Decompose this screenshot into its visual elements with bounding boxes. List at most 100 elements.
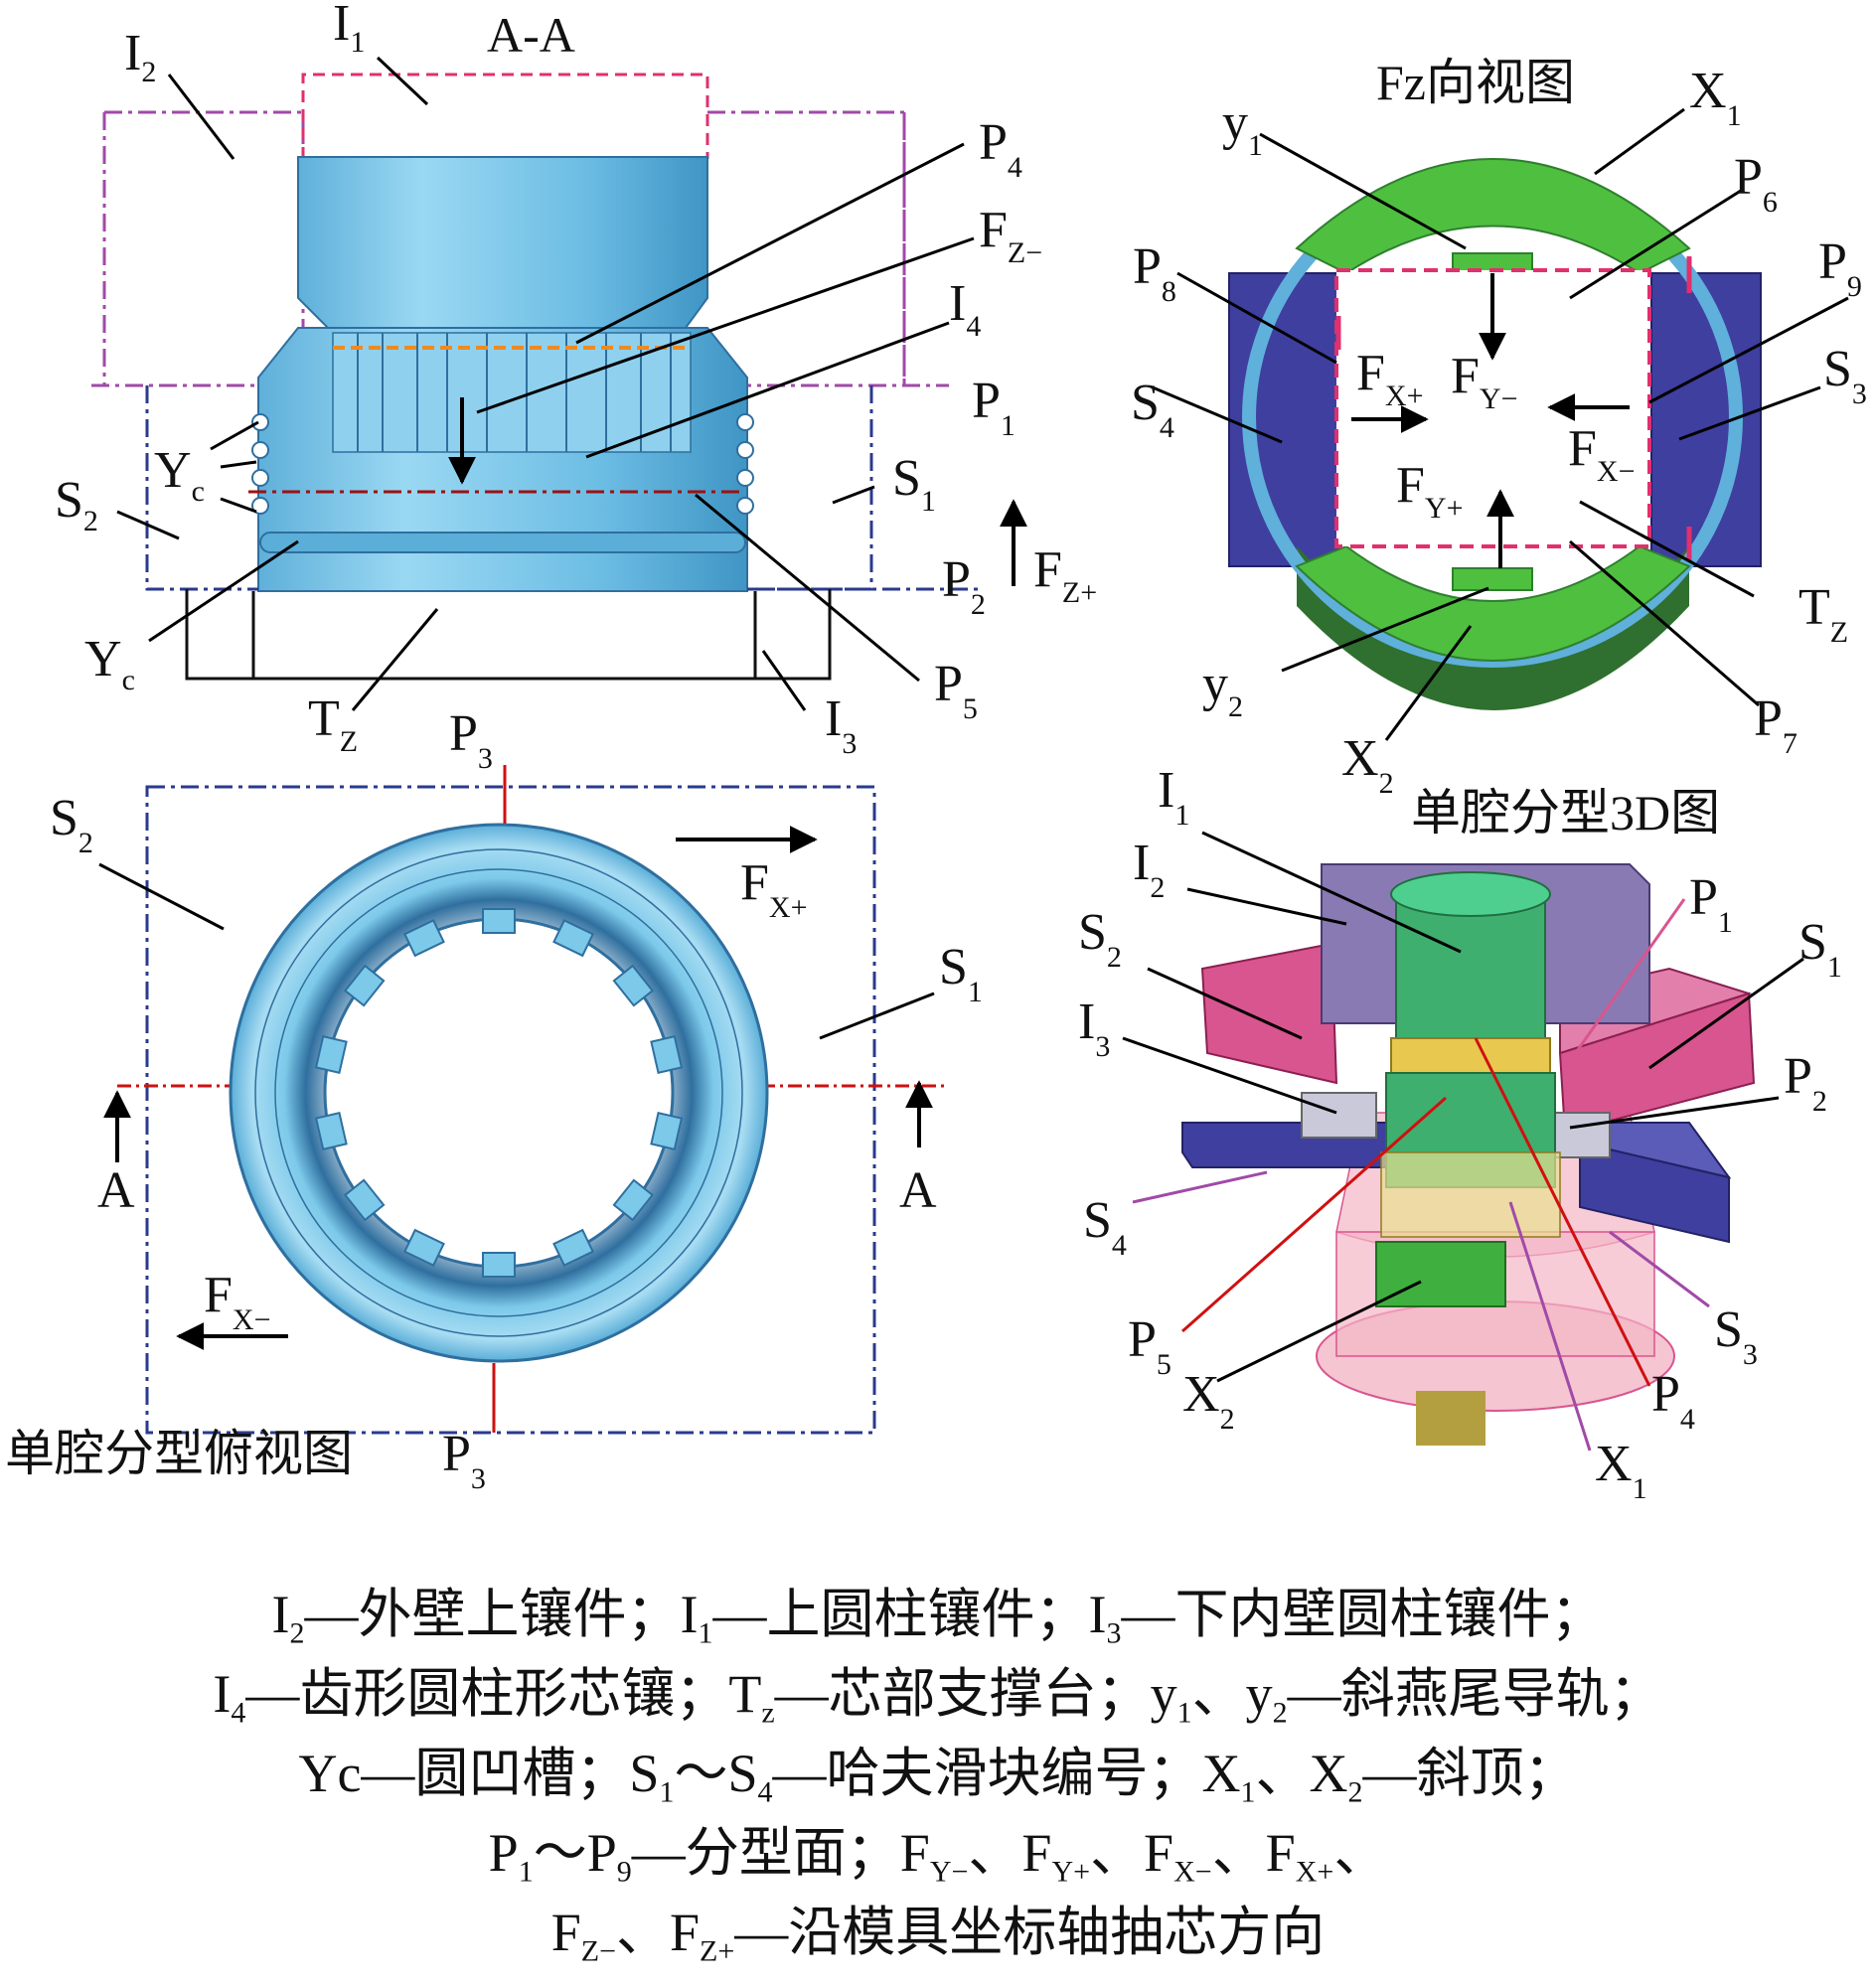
tooth: [482, 908, 516, 934]
label-p1: P1: [972, 373, 1016, 442]
i1-outline: [301, 73, 709, 159]
fz-leaders: [1152, 107, 1849, 741]
label-fx-plus-top: FX+: [740, 854, 808, 924]
legend-subscript-3: 4: [757, 1775, 773, 1809]
label-p2: P2: [942, 551, 986, 621]
fz-view: Fz向视图: [1131, 55, 1867, 800]
label-p8: P8: [1133, 238, 1176, 308]
label-s4-3d: S4: [1083, 1192, 1127, 1262]
legend-text-8: —斜燕尾导轨；: [1287, 1664, 1663, 1724]
label-s3-3d: S3: [1714, 1301, 1758, 1371]
yc-grooves: [251, 413, 754, 515]
tooth: [314, 1035, 348, 1074]
label-fx-minus-top: FX−: [204, 1267, 271, 1336]
view-3d: 单腔分型3D图: [1078, 762, 1842, 1505]
fz-view-title: Fz向视图: [1376, 55, 1575, 110]
part-upper-cylinder: [297, 156, 708, 329]
label-s4-fz: S4: [1131, 375, 1174, 444]
part-ring-inner-line-2: [274, 868, 723, 1317]
yc-ring-groove: [259, 532, 746, 553]
view-3d-title: 单腔分型3D图: [1411, 785, 1720, 840]
label-p6: P6: [1734, 149, 1778, 219]
label-a-right: A: [899, 1162, 937, 1219]
insert-i3-left: [1301, 1092, 1377, 1139]
top-view: P3 S2 FX+ S1 A A FX− 单腔分型俯视图 P3: [5, 705, 983, 1495]
label-p4-3d: P4: [1651, 1366, 1695, 1436]
core-gold-teeth: [1390, 1037, 1551, 1074]
tooth: [402, 919, 445, 958]
dovetail-y2: [1452, 567, 1533, 591]
legend-text-6: 、y: [1191, 1664, 1273, 1724]
view-3d-leaders: [1122, 831, 1804, 1451]
legend-subscript-5: 1: [1176, 1696, 1192, 1730]
tooth-lines: [357, 333, 672, 452]
legend-subscript-9: X−: [1173, 1855, 1212, 1889]
legend-line-5: FZ−、FZ+—沿模具坐标轴抽芯方向: [0, 1903, 1876, 1966]
legend-text-8: 、F: [1090, 1823, 1174, 1883]
legend-subscript-1: 2: [289, 1616, 305, 1650]
label-fx-plus-fz: FX+: [1356, 345, 1424, 412]
legend-text-8: —斜顶；: [1362, 1744, 1578, 1803]
label-s1-3d: S1: [1798, 914, 1842, 984]
legend-text-0: I: [213, 1664, 232, 1724]
core-green-top: [1390, 871, 1551, 917]
label-yc-2: Yc: [84, 631, 135, 696]
legend-text-0: P: [488, 1823, 519, 1883]
label-i1: I1: [333, 0, 365, 59]
lifter-x2-3d: [1375, 1241, 1506, 1307]
label-x2-fz: X2: [1341, 730, 1394, 800]
tooth: [314, 1112, 348, 1150]
part-ring-inner-line-1: [254, 848, 743, 1337]
legend-text-0: I: [271, 1585, 290, 1644]
internal-teeth: [314, 908, 684, 1278]
legend-text-2: —齿形圆柱形芯镶；T: [245, 1664, 762, 1724]
legend-text-0: Yc—圆凹槽；S: [298, 1744, 660, 1803]
legend-subscript-3: Z+: [700, 1934, 735, 1968]
label-fz-minus: FZ−: [979, 202, 1042, 269]
top-leaders: [98, 862, 935, 1040]
legend-text-6: 、X: [1255, 1744, 1348, 1803]
legend-text-4: —沿模具坐标轴抽芯方向: [734, 1903, 1326, 1962]
tz-support: [185, 589, 832, 681]
label-i4: I4: [949, 275, 981, 343]
tooth: [552, 1228, 595, 1267]
legend-subscript-11: X+: [1295, 1855, 1334, 1889]
section-leaders: [116, 56, 975, 711]
slider-x2-base: [1297, 546, 1689, 710]
label-s2-top: S2: [50, 790, 93, 859]
part-bore: [323, 917, 675, 1269]
tooth-core: [332, 332, 692, 453]
label-p4: P4: [979, 114, 1022, 184]
label-tz-fz: TZ: [1798, 579, 1848, 649]
tooth: [482, 1252, 516, 1278]
legend-subscript-7: Y+: [1051, 1855, 1091, 1889]
label-y2: y2: [1202, 656, 1243, 723]
label-i2: I2: [124, 25, 156, 88]
slider-s2-3d: [1200, 942, 1338, 1085]
legend-text-0: F: [550, 1903, 581, 1962]
tooth: [612, 964, 655, 1007]
label-fy-minus: FY−: [1451, 348, 1518, 415]
label-s1-section: S1: [892, 450, 936, 518]
tooth: [650, 1112, 684, 1150]
label-fy-plus: FY+: [1396, 457, 1464, 525]
legend-subscript-5: 3: [1106, 1616, 1122, 1650]
label-x1-3d: X1: [1595, 1436, 1647, 1505]
legend-subscript-5: Y−: [929, 1855, 969, 1889]
tooth: [650, 1035, 684, 1074]
legend-text-4: —分型面；F: [631, 1823, 930, 1883]
legend-text-4: —芯部支撑台；y: [774, 1664, 1177, 1724]
tooth: [552, 919, 595, 958]
legend-line-2: I4—齿形圆柱形芯镶；Tz—芯部支撑台；y1、y2—斜燕尾导轨；: [0, 1664, 1876, 1728]
legend-text-6: —下内壁圆柱镶件；: [1121, 1585, 1605, 1644]
label-i1-3d: I1: [1158, 762, 1189, 832]
tooth: [343, 964, 386, 1007]
label-x2-3d: X2: [1182, 1366, 1235, 1436]
tooth: [343, 1178, 386, 1222]
legend-subscript-1: Z−: [580, 1934, 616, 1968]
label-x1-fz: X1: [1689, 63, 1742, 132]
legend-subscript-3: 9: [616, 1855, 632, 1889]
top-view-title: 单腔分型俯视图: [5, 1426, 353, 1481]
label-fx-minus-fz: FX−: [1568, 420, 1636, 488]
legend-subscript-3: 1: [698, 1616, 713, 1650]
